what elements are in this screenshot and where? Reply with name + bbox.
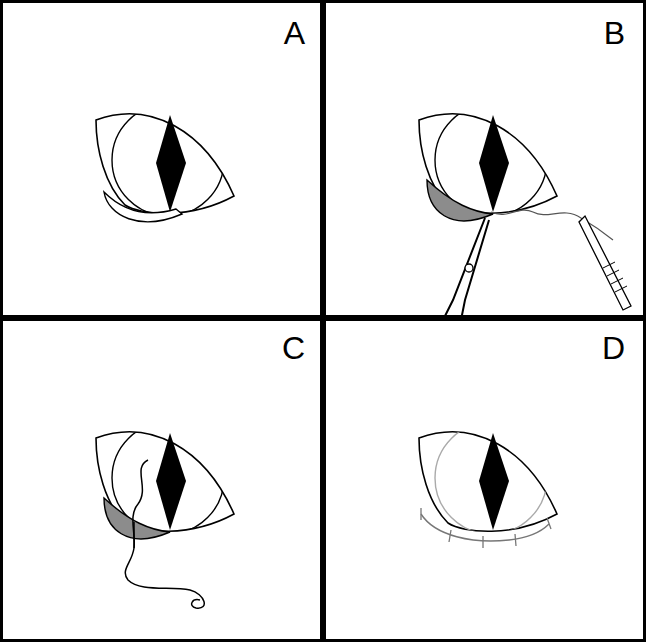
panel-label: B: [604, 17, 625, 49]
eye-drawing: [96, 422, 234, 608]
panel-label: C: [282, 332, 305, 364]
eye-drawing: [96, 104, 234, 222]
panel-label: D: [602, 332, 625, 364]
figure-panel: A: [0, 0, 326, 321]
panel-label: A: [284, 17, 305, 49]
eye-drawing: [419, 422, 557, 548]
figure-panel: C: [0, 315, 326, 642]
figure-panel: B: [320, 0, 646, 321]
figure-panel: D: [320, 315, 646, 642]
eye-drawing: [419, 104, 631, 320]
